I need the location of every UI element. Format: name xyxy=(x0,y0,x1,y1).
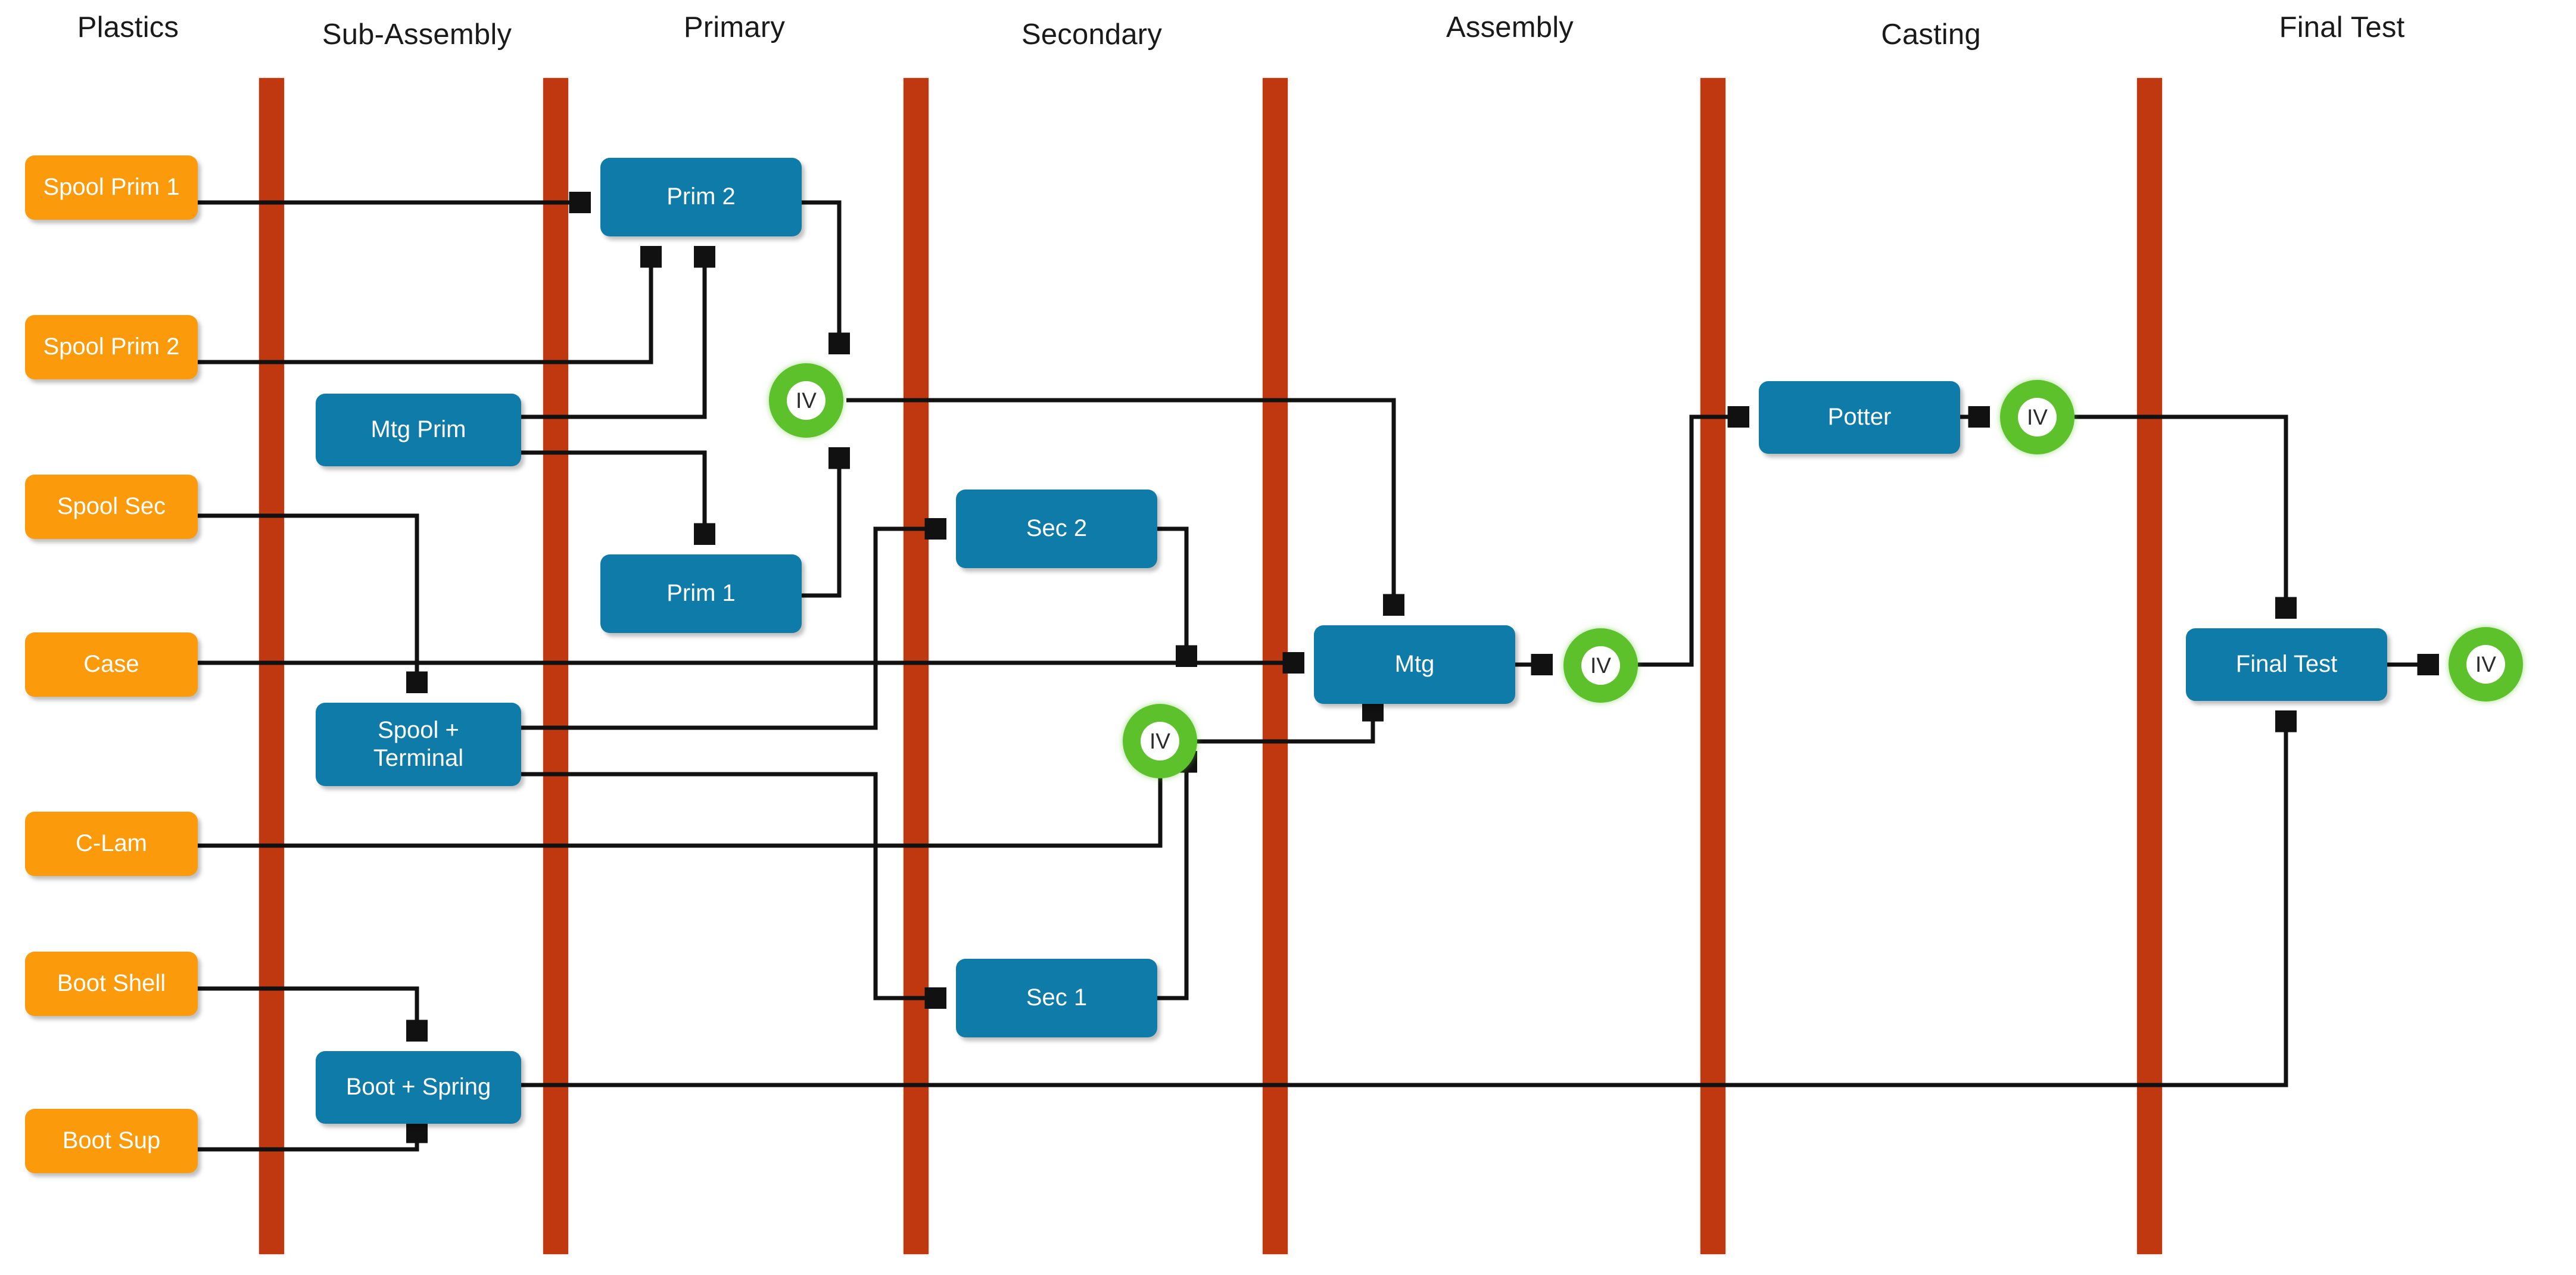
node-potter[interactable]: Potter xyxy=(1759,381,1960,454)
inspection-iv-sec-icon[interactable]: IV xyxy=(1123,704,1197,778)
node-sec-2[interactable]: Sec 2 xyxy=(956,490,1157,568)
inspection-label: IV xyxy=(787,381,826,420)
connector-boot-spring-to-final-test xyxy=(521,715,2286,1087)
lane-label-plastics: Plastics xyxy=(77,11,179,43)
connector-boot-sup-to-boot-spring xyxy=(198,1126,417,1152)
lane-label-casting: Casting xyxy=(1881,18,1981,51)
node-spool-prim-2[interactable]: Spool Prim 2 xyxy=(25,315,198,379)
lane-divider-primary xyxy=(904,78,929,1254)
lane-divider-sub-assembly xyxy=(543,78,568,1254)
lane-divider-casting xyxy=(2137,78,2162,1254)
lane-label-sub-assembly: Sub-Assembly xyxy=(322,18,512,51)
node-spool-terminal[interactable]: Spool +Terminal xyxy=(316,703,521,786)
node-mtg-prim[interactable]: Mtg Prim xyxy=(316,394,521,466)
lane-divider-plastics xyxy=(259,78,284,1254)
lane-label-assembly: Assembly xyxy=(1446,11,1574,43)
connector-spool-sec-to-spool-terminal xyxy=(198,513,417,689)
inspection-label: IV xyxy=(2466,645,2505,684)
connector-sec-2-to-mtg xyxy=(1157,526,1186,663)
connector-boot-shell-to-boot-spring xyxy=(198,986,417,1037)
node-boot-spring[interactable]: Boot + Spring xyxy=(316,1051,521,1124)
node-prim-2[interactable]: Prim 2 xyxy=(600,158,802,236)
lane-divider-assembly xyxy=(1700,78,1725,1254)
lane-label-final-test: Final Test xyxy=(2279,11,2405,43)
inspection-label: IV xyxy=(1581,646,1620,685)
connector-prim-2-to-iv-prim xyxy=(802,200,839,350)
node-spool-prim-1[interactable]: Spool Prim 1 xyxy=(25,155,198,220)
connector-prim-1-to-iv-prim xyxy=(802,451,839,598)
node-spool-sec[interactable]: Spool Sec xyxy=(25,475,198,539)
inspection-label: IV xyxy=(2018,398,2057,437)
connector-iv-mtg-to-potter xyxy=(1638,417,1745,667)
inspection-iv-final-icon[interactable]: IV xyxy=(2449,627,2523,702)
connector-sec-1-to-iv-sec xyxy=(1157,755,1186,1000)
lane-label-primary: Primary xyxy=(683,11,786,43)
connector-spool-terminal-to-sec-1 xyxy=(521,772,942,998)
inspection-iv-potter-icon[interactable]: IV xyxy=(2000,380,2074,454)
node-c-lam[interactable]: C-Lam xyxy=(25,812,198,876)
node-sec-1[interactable]: Sec 1 xyxy=(956,959,1157,1037)
node-boot-shell[interactable]: Boot Shell xyxy=(25,952,198,1016)
inspection-iv-mtg-icon[interactable]: IV xyxy=(1563,628,1638,703)
node-final-test[interactable]: Final Test xyxy=(2186,628,2387,701)
connector-iv-potter-to-final-test xyxy=(2074,414,2286,615)
inspection-iv-prim-icon[interactable]: IV xyxy=(769,363,843,438)
node-prim-1[interactable]: Prim 1 xyxy=(600,554,802,633)
lane-divider-secondary xyxy=(1263,78,1288,1254)
node-boot-sup[interactable]: Boot Sup xyxy=(25,1109,198,1173)
node-mtg[interactable]: Mtg xyxy=(1314,625,1515,704)
node-case[interactable]: Case xyxy=(25,632,198,697)
lane-label-secondary: Secondary xyxy=(1021,18,1163,51)
inspection-label: IV xyxy=(1141,722,1179,760)
